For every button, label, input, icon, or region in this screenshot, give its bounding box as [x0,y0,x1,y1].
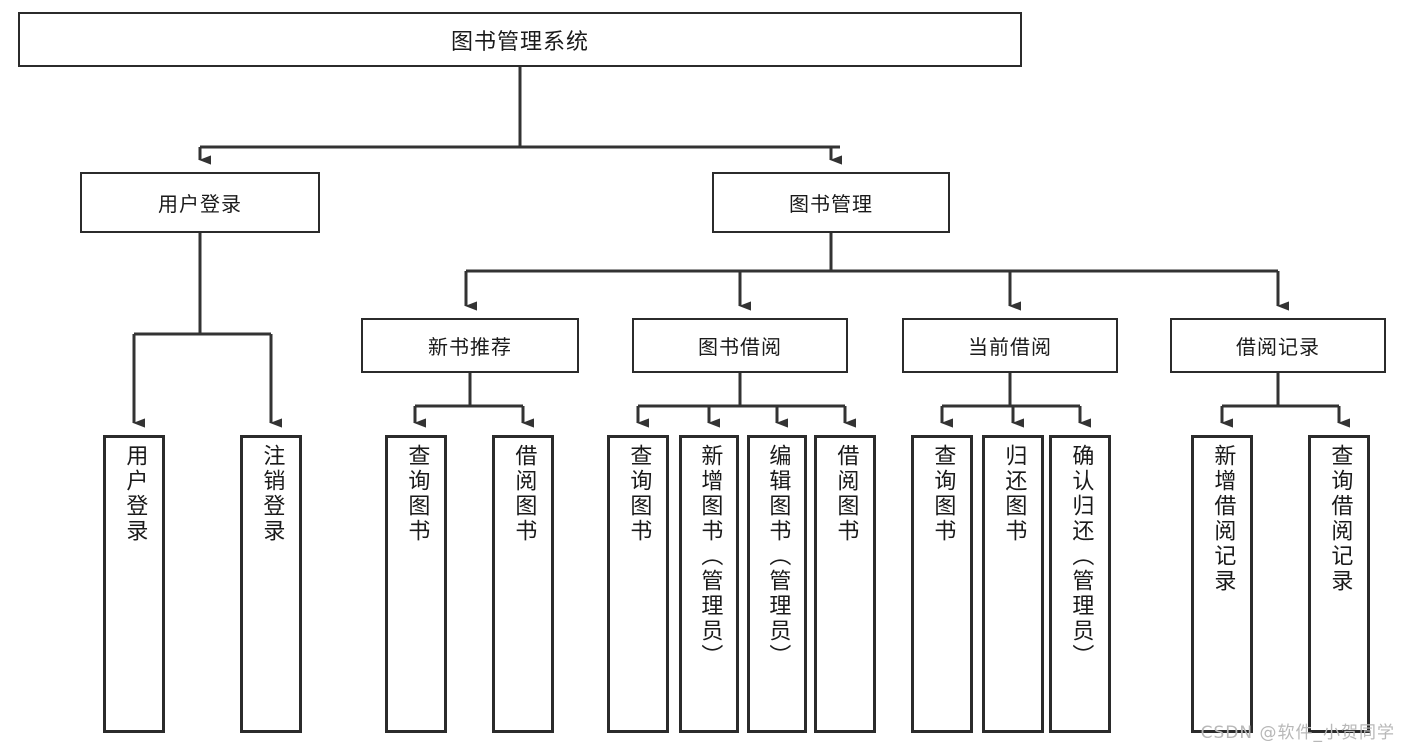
node-user-login[interactable]: 用户登录 [80,172,320,233]
leaf-label: 新增图书（管理员） [697,444,723,669]
leaf-label: 借阅图书 [511,444,537,544]
node-borrow-record[interactable]: 借阅记录 [1170,318,1386,373]
leaf-label: 编辑图书（管理员） [765,444,791,669]
node-root-system[interactable]: 图书管理系统 [18,12,1022,67]
node-current-borrow[interactable]: 当前借阅 [902,318,1118,373]
node-label: 当前借阅 [968,335,1052,359]
leaf-borrow-add-book-admin[interactable]: 新增图书（管理员） [679,435,739,733]
node-label: 图书管理系统 [450,29,589,55]
leaf-label: 借阅图书 [833,444,859,544]
leaf-label: 新增借阅记录 [1210,444,1236,594]
leaf-recommend-query-book[interactable]: 查询图书 [385,435,447,733]
node-book-borrow[interactable]: 图书借阅 [632,318,848,373]
leaf-label: 查询借阅记录 [1327,444,1353,594]
leaf-current-query-book[interactable]: 查询图书 [911,435,973,733]
leaf-label: 注销登录 [259,444,285,544]
leaf-record-add-record[interactable]: 新增借阅记录 [1191,435,1253,733]
leaf-record-query-record[interactable]: 查询借阅记录 [1308,435,1370,733]
leaf-label: 归还图书 [1001,444,1027,544]
leaf-borrow-borrow-book[interactable]: 借阅图书 [814,435,876,733]
leaf-label: 查询图书 [626,444,652,544]
leaf-label: 确认归还（管理员） [1068,444,1094,669]
leaf-label: 查询图书 [404,444,430,544]
leaf-user-login-login[interactable]: 用户登录 [103,435,165,733]
leaf-label: 用户登录 [122,444,148,544]
node-book-management[interactable]: 图书管理 [712,172,950,233]
node-label: 图书借阅 [698,335,782,359]
node-new-book-recommend[interactable]: 新书推荐 [361,318,579,373]
leaf-user-login-logout[interactable]: 注销登录 [240,435,302,733]
leaf-label: 查询图书 [930,444,956,544]
node-label: 图书管理 [789,192,873,216]
node-label: 借阅记录 [1236,335,1320,359]
leaf-recommend-borrow-book[interactable]: 借阅图书 [492,435,554,733]
node-label: 新书推荐 [428,335,512,359]
leaf-borrow-query-book[interactable]: 查询图书 [607,435,669,733]
leaf-borrow-edit-book-admin[interactable]: 编辑图书（管理员） [747,435,807,733]
leaf-current-return-book[interactable]: 归还图书 [982,435,1044,733]
leaf-current-confirm-return-admin[interactable]: 确认归还（管理员） [1049,435,1111,733]
node-label: 用户登录 [158,192,242,216]
